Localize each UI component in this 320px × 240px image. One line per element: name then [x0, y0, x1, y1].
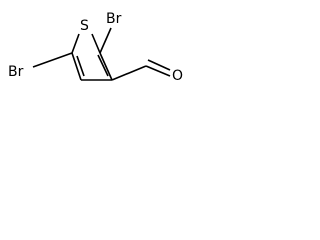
- bond-c2-c3: [71, 52, 82, 81]
- bromine-left-label: Br: [8, 64, 24, 80]
- bond-c4-c5-inner: [97, 54, 109, 77]
- bond-c-o: [145, 65, 171, 77]
- bromine-top-label: Br: [106, 11, 122, 27]
- bond-c5-br-top: [99, 27, 112, 54]
- bond-s-c5: [91, 33, 101, 54]
- bond-c-o-second: [147, 59, 171, 71]
- molecule-structure: S Br Br O: [8, 11, 183, 84]
- bond-c4-cho: [111, 65, 147, 81]
- bond-s-c2: [71, 33, 80, 54]
- structure-canvas: S Br Br O: [0, 0, 194, 100]
- bond-c4-c5: [99, 52, 113, 81]
- sulfur-label: S: [80, 18, 89, 34]
- bond-c2-br-left: [32, 52, 73, 68]
- oxygen-label: O: [172, 68, 183, 84]
- bond-c2-c3-inner: [76, 55, 85, 77]
